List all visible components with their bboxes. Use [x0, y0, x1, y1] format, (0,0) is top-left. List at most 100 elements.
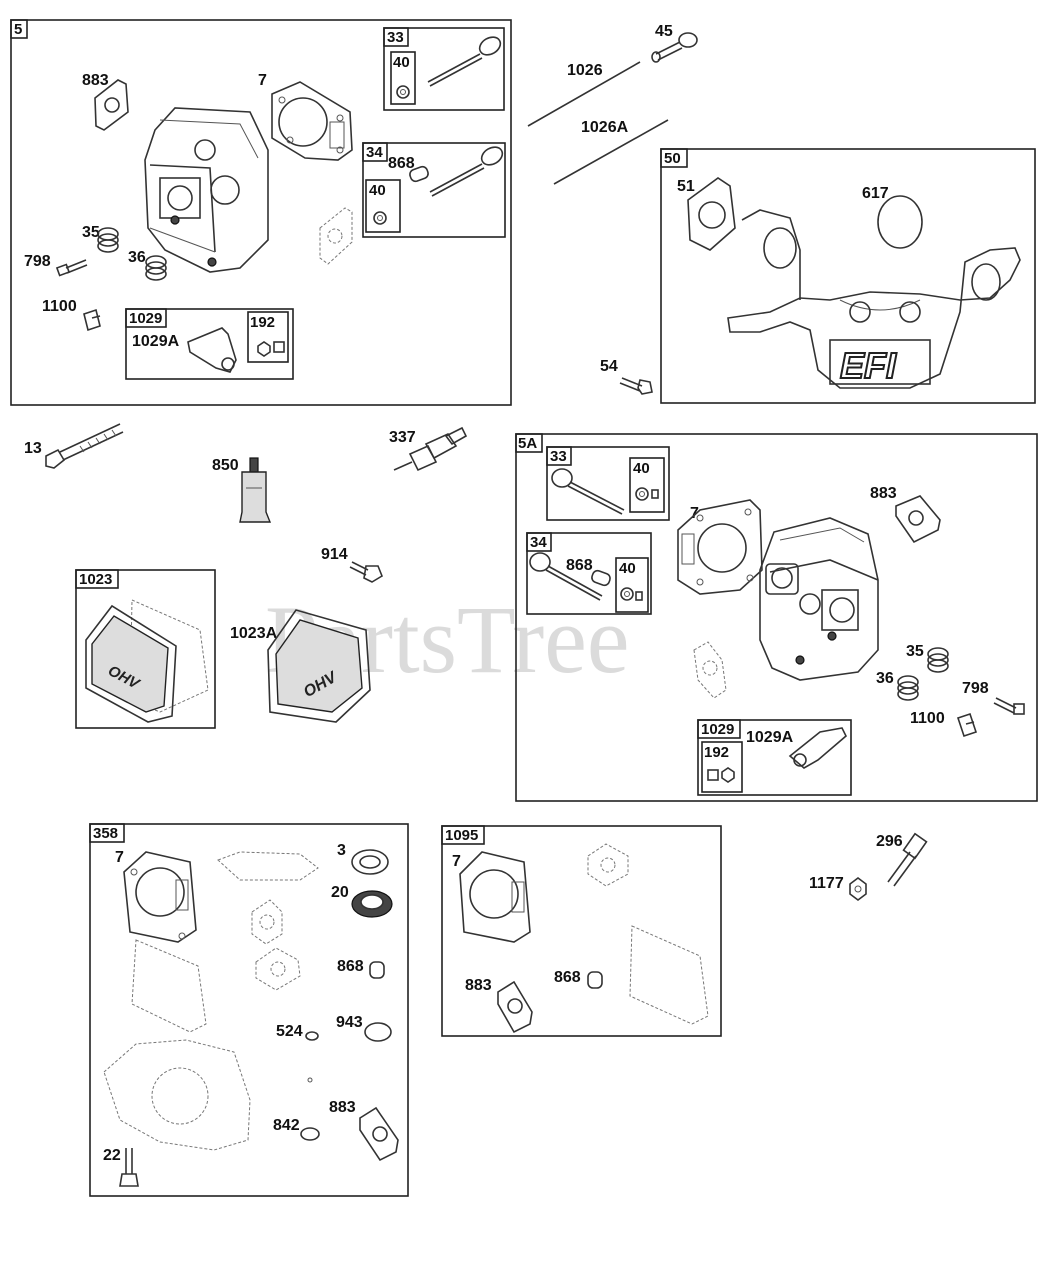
label-943: 943 [336, 1014, 363, 1031]
label-524: 524 [276, 1023, 303, 1040]
label-13: 13 [24, 440, 42, 457]
head-gasket-icon [271, 81, 353, 161]
group-358-gasket-set: 358 7 3 20 868 [89, 823, 409, 1197]
valve-guide-icon [591, 569, 611, 587]
label-842: 842 [273, 1117, 300, 1134]
label-45: 45 [655, 23, 673, 40]
label-51: 51 [677, 178, 695, 195]
gasket-icon [255, 947, 301, 991]
box-tag-192: 192 [704, 744, 729, 761]
bolt-icon [119, 1148, 139, 1187]
label-54: 54 [600, 358, 618, 375]
head-gasket-icon [123, 851, 197, 943]
box-tag-1095: 1095 [445, 827, 478, 844]
valve-guide-icon [587, 971, 603, 989]
sealant-tube-icon [239, 457, 272, 523]
bolt-icon [45, 423, 124, 469]
push-rod-icon [527, 61, 641, 127]
box-tag-1029: 1029 [129, 310, 162, 327]
intake-manifold-icon: EFI [727, 209, 1021, 389]
box-tag-34: 34 [530, 534, 547, 551]
box-tag-1023: 1023 [79, 571, 112, 588]
valve-cover-icon: OHV [85, 604, 177, 723]
label-7: 7 [258, 72, 267, 89]
label-850: 850 [212, 457, 239, 474]
gasket-icon [895, 495, 941, 544]
o-ring-icon [300, 1127, 320, 1141]
box-5 [10, 19, 512, 406]
bolt-icon [619, 377, 653, 395]
label-883: 883 [870, 485, 897, 502]
box-tag-5: 5 [14, 21, 22, 38]
gasket-icon [251, 899, 283, 945]
cylinder-head-icon [144, 107, 269, 273]
valve-spring-icon [145, 255, 167, 281]
loose-parts-middle: 13 850 337 914 1023 [24, 423, 468, 729]
label-22: 22 [103, 1147, 121, 1164]
gasket-icon [693, 641, 727, 699]
nut-icon [707, 767, 735, 783]
label-1026A: 1026A [581, 119, 629, 136]
box-tag-1029: 1029 [701, 721, 734, 738]
group-50-intake-manifold: 50 51 617 EFI 54 [600, 148, 1036, 404]
box-tag-34: 34 [366, 144, 383, 161]
label-914: 914 [321, 546, 348, 563]
gasket-icon [103, 1039, 251, 1151]
box-1029-bottom [697, 719, 852, 796]
label-7: 7 [452, 853, 461, 870]
box-50 [660, 148, 1036, 404]
head-gasket-icon [677, 499, 763, 595]
group-5A-cylinder-head: 5A 33 40 34 868 40 [515, 433, 1038, 802]
label-883: 883 [465, 977, 492, 994]
label-1100: 1100 [42, 298, 77, 315]
label-1029A: 1029A [746, 729, 794, 746]
box-tag-192: 192 [250, 314, 275, 331]
gasket-icon [587, 843, 629, 887]
rocker-arm-icon [788, 727, 847, 769]
bolt-icon [55, 259, 88, 277]
box-tag-5A: 5A [518, 435, 537, 452]
box-358 [89, 823, 409, 1197]
label-798: 798 [962, 680, 989, 697]
label-296: 296 [876, 833, 903, 850]
oil-seal-icon [351, 890, 393, 918]
valve-spring-icon [927, 647, 949, 673]
valve-icon [529, 552, 603, 601]
bolt-icon [349, 561, 383, 583]
valve-icon [651, 32, 698, 63]
box-tag-40: 40 [369, 182, 386, 199]
box-1023 [75, 569, 216, 729]
label-868: 868 [554, 969, 581, 986]
valve-icon [551, 468, 625, 515]
gasket-icon [359, 1106, 399, 1162]
box-33-bottom [546, 446, 670, 521]
box-tag-33: 33 [550, 448, 567, 465]
label-1026: 1026 [567, 62, 603, 79]
valve-seal-icon [373, 211, 387, 225]
clip-icon [83, 308, 101, 332]
efi-marking: EFI [840, 345, 897, 386]
valve-icon [429, 146, 504, 197]
box-5A [515, 433, 1038, 802]
valve-guide-icon [409, 165, 429, 183]
gasket-icon [319, 207, 353, 265]
box-33-top [383, 27, 505, 111]
valve-spring-icon [897, 675, 919, 701]
head-gasket-icon [459, 851, 531, 943]
label-36: 36 [876, 670, 894, 687]
gasket-icon [629, 925, 709, 1025]
gasket-icon [94, 79, 129, 131]
valve-spring-icon [97, 227, 119, 253]
label-1177: 1177 [809, 875, 844, 892]
group-1095-gasket-set: 1095 7 883 868 [441, 825, 722, 1037]
nut-icon [257, 341, 285, 357]
label-7: 7 [115, 849, 124, 866]
group-5-cylinder-head: 5 33 40 34 868 40 [10, 19, 512, 406]
label-337: 337 [389, 429, 416, 446]
o-ring-icon [877, 195, 923, 249]
box-34-bottom [526, 532, 652, 615]
oil-seal-icon [351, 849, 389, 875]
box-tag-40: 40 [393, 54, 410, 71]
label-868: 868 [566, 557, 593, 574]
